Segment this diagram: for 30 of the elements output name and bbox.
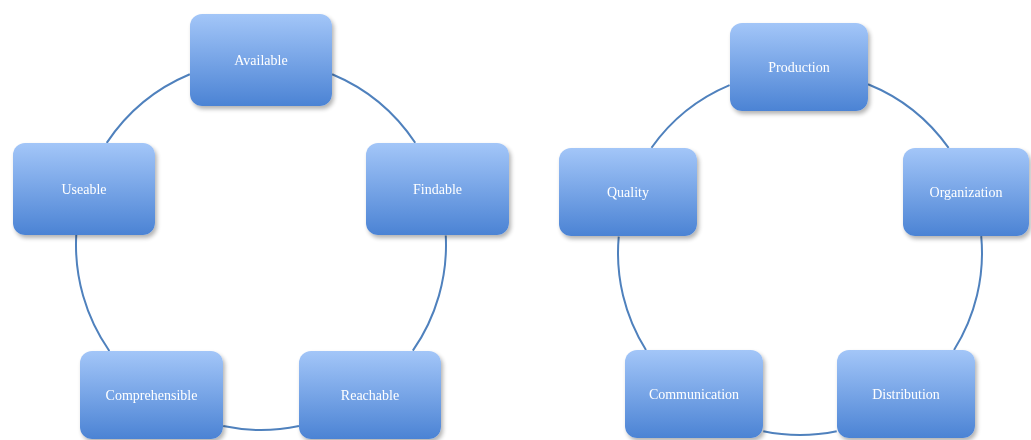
rounded-box <box>80 351 223 439</box>
rounded-box <box>730 23 868 111</box>
rounded-box <box>190 14 332 106</box>
connector-arc <box>953 235 983 351</box>
connector-arc <box>411 234 447 352</box>
box-label: Communication <box>648 385 740 404</box>
connector-arc <box>762 430 838 436</box>
rounded-box <box>903 148 1029 236</box>
connector-arc <box>867 83 950 149</box>
box-label: Useable <box>61 180 107 199</box>
connector-arc <box>331 73 417 144</box>
box-label: Available <box>234 51 288 70</box>
box-label: Reachable <box>340 386 400 405</box>
rounded-box <box>837 350 975 438</box>
rounded-box <box>299 351 441 439</box>
rounded-box <box>559 148 697 236</box>
connector-arc <box>617 235 647 351</box>
box-label: Production <box>768 58 830 77</box>
rounded-box <box>625 350 763 438</box>
connector-arc <box>650 84 731 149</box>
box-label: Findable <box>413 180 462 199</box>
box-label: Organization <box>929 183 1003 202</box>
box-label: Quality <box>607 183 649 202</box>
rounded-box <box>13 143 155 235</box>
connector-arc <box>75 234 111 352</box>
connector-arc <box>222 425 300 431</box>
rounded-box <box>366 143 509 235</box>
box-label: Comprehensible <box>105 386 198 405</box>
connector-arc <box>105 73 191 144</box>
box-label: Distribution <box>872 385 940 404</box>
